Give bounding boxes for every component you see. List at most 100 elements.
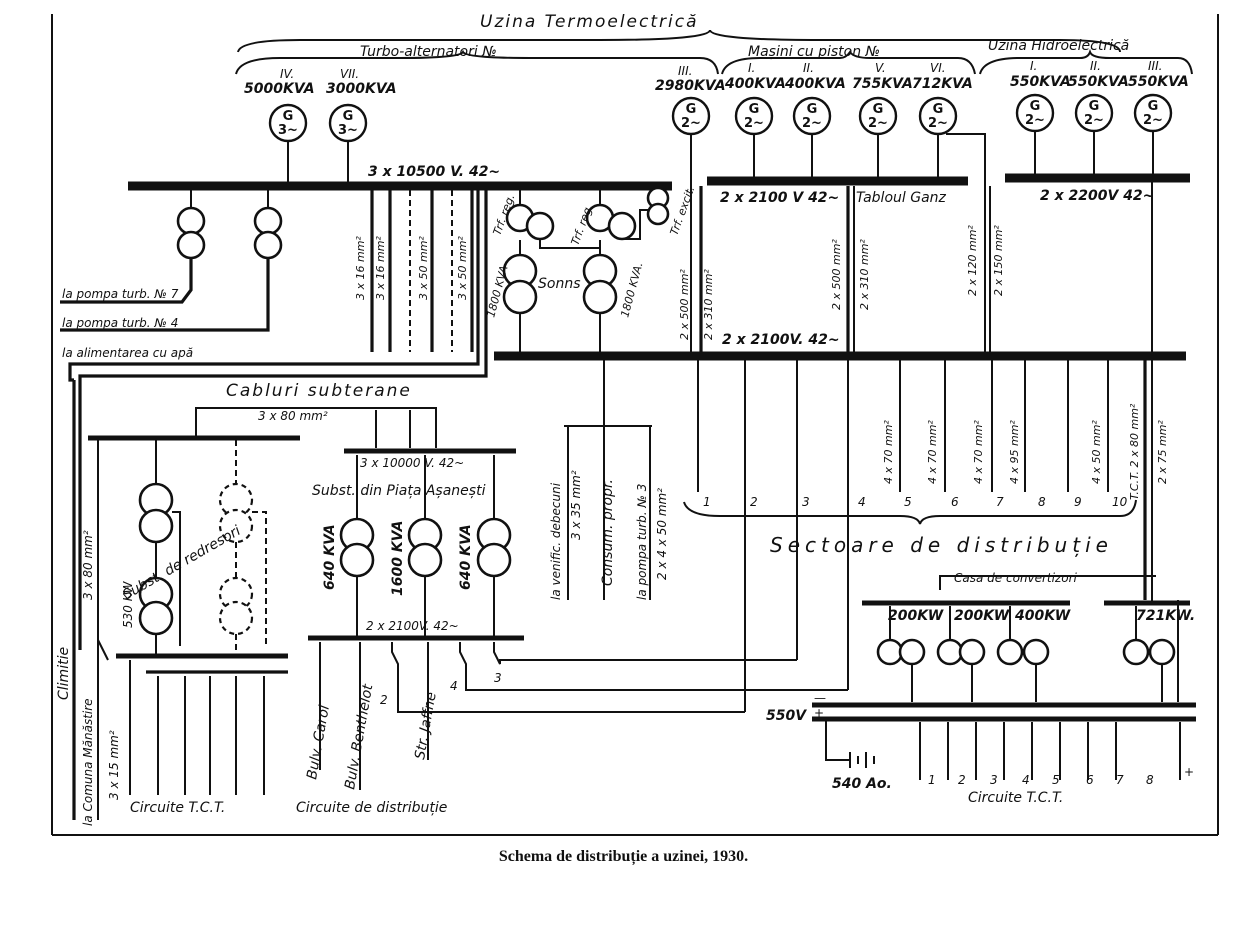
svg-text:G: G xyxy=(749,102,760,117)
generator-symbol: G3~ xyxy=(328,103,368,143)
gen-rating: 3000KVA xyxy=(326,81,397,97)
svg-text:Consum. propr.: Consum. propr. xyxy=(600,479,616,586)
circuit-num: 6 xyxy=(1086,773,1094,787)
sector-num: 5 xyxy=(904,495,912,509)
svg-text:2 x 500 mm²: 2 x 500 mm² xyxy=(678,269,691,340)
svg-text:4 x 70 mm²: 4 x 70 mm² xyxy=(926,420,939,484)
gen-numeral: I. xyxy=(1030,59,1037,73)
svg-text:2~: 2~ xyxy=(681,116,701,131)
dc-plus: + xyxy=(814,706,824,720)
sectors-title: Sectoare de distribuție xyxy=(770,533,1113,557)
svg-text:4 x 70 mm²: 4 x 70 mm² xyxy=(882,420,895,484)
circuit-num: 8 xyxy=(1146,773,1154,787)
sector-num: 1 xyxy=(703,495,711,509)
regulating-transformers xyxy=(502,186,670,352)
left-verticals xyxy=(72,380,109,820)
generator-symbol: G2~ xyxy=(918,96,958,136)
sector-feeders xyxy=(697,360,1147,712)
circuit-num: 2 xyxy=(958,773,966,787)
sector-numbers: 1 2 3 4 5 6 7 8 9 10 xyxy=(703,495,1128,509)
climitie-label: Climitie xyxy=(56,647,72,700)
header-hidro: Uzina Hidroelectrică xyxy=(988,38,1129,54)
asanesti-switch-labels: 2 4 3 xyxy=(380,671,502,707)
svg-text:la venific. debecuni: la venific. debecuni xyxy=(549,482,563,600)
gen-rating: 550KVA xyxy=(1010,74,1071,90)
svg-text:2 x 310 mm²: 2 x 310 mm² xyxy=(858,239,871,310)
redresor-power: 530 KW xyxy=(121,580,135,628)
svg-text:2~: 2~ xyxy=(1084,113,1104,128)
gen-numeral: V. xyxy=(875,61,886,75)
gen-rating: 712KVA xyxy=(912,76,973,92)
svg-text:2 x 120 mm²: 2 x 120 mm² xyxy=(966,225,979,296)
svg-text:4 x 70 mm²: 4 x 70 mm² xyxy=(972,420,985,484)
svg-text:1800 KVA.: 1800 KVA. xyxy=(618,261,645,319)
sector-cable-labels: 4 x 70 mm² 4 x 70 mm² 4 x 70 mm² 4 x 95 … xyxy=(882,403,1169,500)
svg-text:2 x 310 mm²: 2 x 310 mm² xyxy=(702,269,715,340)
ganz-panel-label: Tabloul Ganz xyxy=(856,190,947,206)
comuna-label: la Comuna Mănăstire xyxy=(81,698,95,826)
generator-symbol: G2~ xyxy=(671,96,711,136)
frame xyxy=(51,14,1219,836)
svg-text:2~: 2~ xyxy=(744,116,764,131)
dc-circuits xyxy=(919,722,1181,780)
gen-numeral: III. xyxy=(678,64,692,78)
figure-caption: Schema de distribuție a uzinei, 1930. xyxy=(498,848,749,865)
sector-num: 4 xyxy=(858,495,866,509)
asanesti-feeder-names: Bulv. Carol Bulv. Benthelot Str. Jaffne xyxy=(304,683,440,791)
circuit-num: 3 xyxy=(990,773,998,787)
sector-num: 6 xyxy=(951,495,959,509)
svg-text:2~: 2~ xyxy=(928,116,948,131)
svg-text:3 x 16 mm²: 3 x 16 mm² xyxy=(374,236,387,300)
hv-feeders xyxy=(68,190,488,650)
converter-ratings: 200KW 200KW 400KW 721KW. xyxy=(888,608,1195,624)
redresor-substation xyxy=(116,440,288,795)
converters xyxy=(876,600,1179,702)
feed-pump4: la pompa turb. № 4 xyxy=(62,316,178,330)
converter-buses xyxy=(862,575,1190,606)
svg-text:G: G xyxy=(873,102,884,117)
svg-text:2 x 75 mm²: 2 x 75 mm² xyxy=(1156,420,1169,484)
gen-numeral: I. xyxy=(748,61,755,75)
dc-bus-label: 550V xyxy=(766,708,807,724)
feed-pump7: la pompa turb. № 7 xyxy=(62,287,179,301)
svg-text:2~: 2~ xyxy=(802,116,822,131)
gen-rating: 2980KVA xyxy=(655,78,726,94)
sector-num: 7 xyxy=(996,495,1004,509)
svg-text:1600 KVA: 1600 KVA xyxy=(390,521,406,596)
bus-main-2100-label: 2 x 2100V. 42~ xyxy=(722,332,840,348)
converters-title: Casa de convertizori xyxy=(954,571,1078,585)
gen-cable-labels: 2 x 500 mm² 2 x 310 mm² 2 x 500 mm² 2 x … xyxy=(678,225,1005,340)
bus-hv-main-label: 3 x 10500 V. 42~ xyxy=(368,164,500,180)
svg-text:3 x 50 mm²: 3 x 50 mm² xyxy=(456,236,469,300)
subterranean-cable: 3 x 80 mm² xyxy=(258,409,328,423)
generator-leads xyxy=(287,131,1154,354)
dc-buses xyxy=(812,702,1196,768)
dc-battery: 540 Ao. xyxy=(832,776,892,792)
svg-text:2 x 4 x 50 mm²: 2 x 4 x 50 mm² xyxy=(655,488,669,580)
sector-num: 2 xyxy=(750,495,758,509)
svg-text:G: G xyxy=(933,102,944,117)
generator-symbol: G2~ xyxy=(858,96,898,136)
converter-rating: 400KW xyxy=(1014,608,1071,624)
svg-text:640 KVA: 640 KVA xyxy=(458,524,474,590)
tct-left-label: Circuite T.C.T. xyxy=(130,800,225,816)
switch-num: 2 xyxy=(380,693,388,707)
gen-rating: 550KVA xyxy=(1068,74,1129,90)
generator-symbol: G2~ xyxy=(1074,93,1114,133)
converter-rating: 200KW xyxy=(888,608,944,624)
svg-text:la pompa turb. № 3: la pompa turb. № 3 xyxy=(635,484,649,600)
sector-num: 9 xyxy=(1074,495,1082,509)
generator-symbol: G2~ xyxy=(1133,93,1173,133)
generator-symbol: G2~ xyxy=(792,96,832,136)
header-pistons: Mașini cu piston № xyxy=(748,44,880,60)
svg-text:G: G xyxy=(1030,99,1041,114)
svg-text:G: G xyxy=(283,109,294,124)
svg-text:Str. Jaffne: Str. Jaffne xyxy=(412,691,440,761)
circuit-num: 7 xyxy=(1116,773,1124,787)
circuit-num: + xyxy=(1184,765,1194,779)
svg-text:G: G xyxy=(343,109,354,124)
switch-num: 3 xyxy=(494,671,502,685)
bus-asanesti-hv-label: 3 x 10000 V. 42~ xyxy=(360,456,464,470)
svg-text:2 x 150 mm²: 2 x 150 mm² xyxy=(992,225,1005,296)
